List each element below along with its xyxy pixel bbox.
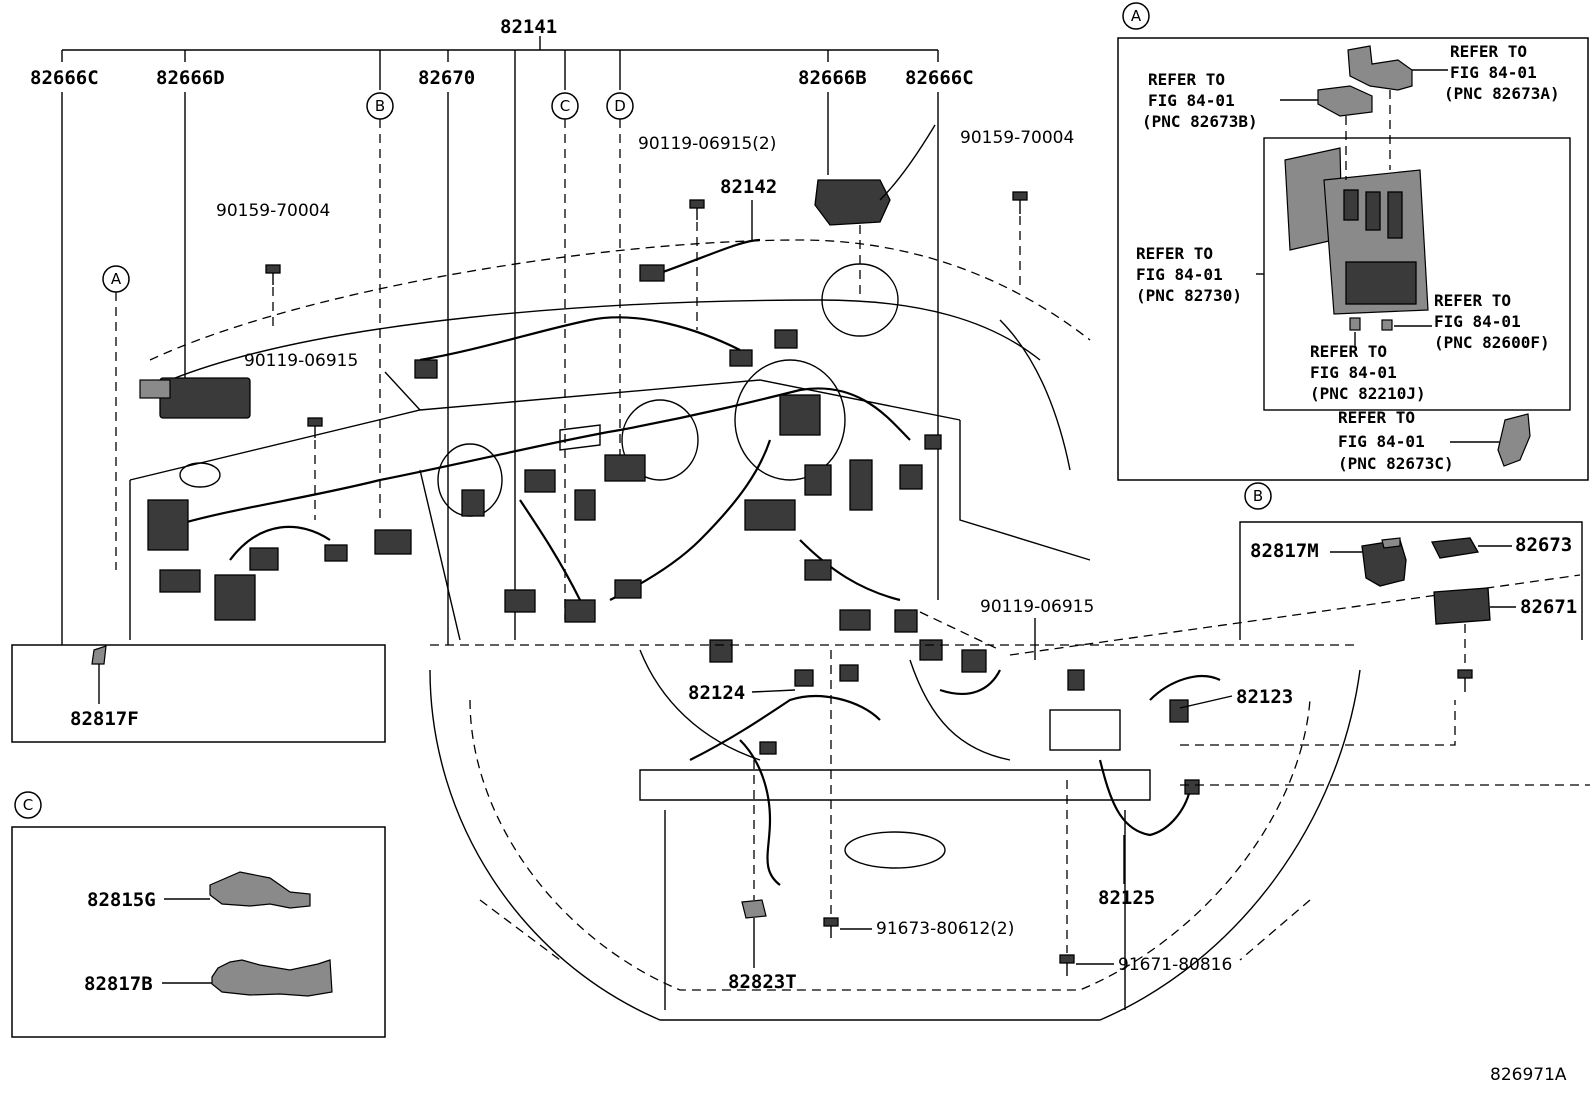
label-82823T: 82823T — [728, 971, 797, 993]
label-bolt-90159-70004-left: 90159-70004 — [216, 201, 330, 221]
bolt-icon — [1457, 669, 1473, 692]
label-82141: 82141 — [500, 16, 557, 38]
panel-82817F: 82817F — [11, 644, 386, 743]
svg-text:C: C — [23, 796, 33, 814]
label-bolt-90119-06915-right: 90119-06915 — [980, 597, 1094, 617]
harness-bracket: 82141 — [61, 16, 939, 640]
label-82125: 82125 — [1098, 887, 1155, 909]
label-82666B: 82666B — [798, 67, 867, 89]
ref-82730: REFER TO FIG 84-01 (PNC 82730) — [1136, 244, 1242, 305]
part-82673C-shape — [1497, 413, 1531, 467]
svg-text:FIG 84-01: FIG 84-01 — [1310, 363, 1397, 382]
svg-text:(PNC 82673C): (PNC 82673C) — [1338, 454, 1454, 473]
svg-text:A: A — [1131, 7, 1142, 25]
part-82817B-shape — [211, 959, 333, 997]
relay-82666B — [814, 124, 936, 300]
label-82124: 82124 — [688, 682, 745, 704]
part-82210J-shape — [1349, 317, 1361, 331]
bolt-icon — [689, 199, 705, 220]
label-82671: 82671 — [1520, 596, 1577, 618]
svg-text:(PNC 82673A): (PNC 82673A) — [1444, 84, 1560, 103]
panel-c: C 82815G 82817B — [11, 791, 386, 1038]
svg-text:REFER TO: REFER TO — [1136, 244, 1213, 263]
svg-text:REFER TO: REFER TO — [1434, 291, 1511, 310]
diagram-code: 826971A — [1490, 1065, 1567, 1085]
harness-connectors — [139, 264, 987, 687]
bolt-icon — [307, 417, 323, 438]
svg-text:A: A — [111, 270, 122, 288]
svg-text:REFER TO: REFER TO — [1338, 408, 1415, 427]
svg-text:(PNC 82673B): (PNC 82673B) — [1142, 112, 1258, 131]
panel-b: B 82817M 82673 82671 — [1239, 482, 1583, 668]
svg-text:FIG 84-01: FIG 84-01 — [1434, 312, 1521, 331]
label-82817B: 82817B — [84, 973, 153, 995]
label-bolt-90159-70004-right: 90159-70004 — [960, 128, 1074, 148]
dashboard-outline — [129, 239, 1091, 641]
ref-82673B: REFER TO FIG 84-01 (PNC 82673B) — [1142, 70, 1258, 131]
bolt-icon — [1059, 954, 1075, 976]
svg-text:(PNC 82730): (PNC 82730) — [1136, 286, 1242, 305]
bolt-icon — [823, 917, 839, 938]
bolt-icon — [265, 264, 281, 285]
part-82671-shape — [1433, 587, 1491, 625]
label-82817F: 82817F — [70, 708, 139, 730]
svg-text:REFER TO: REFER TO — [1148, 70, 1225, 89]
callout-c: C — [551, 92, 579, 120]
clip-82823T — [741, 899, 767, 968]
svg-text:FIG 84-01: FIG 84-01 — [1148, 91, 1235, 110]
label-bolt-91673-80612-2: 91673-80612(2) — [876, 919, 1014, 939]
label-bolt-90119-06915-left: 90119-06915 — [244, 351, 358, 371]
svg-text:FIG 84-01: FIG 84-01 — [1136, 265, 1223, 284]
svg-text:REFER TO: REFER TO — [1310, 342, 1387, 361]
svg-text:C: C — [560, 97, 570, 115]
svg-text:FIG 84-01: FIG 84-01 — [1338, 432, 1425, 451]
label-82670: 82670 — [418, 67, 475, 89]
ref-82600F: REFER TO FIG 84-01 (PNC 82600F) — [1434, 291, 1550, 352]
bolt-icon — [1012, 191, 1028, 214]
part-82673A-shape — [1347, 45, 1413, 91]
label-82817M: 82817M — [1250, 540, 1319, 562]
part-82673-shape — [1430, 537, 1480, 559]
svg-text:FIG 84-01: FIG 84-01 — [1450, 63, 1537, 82]
label-82666C-right: 82666C — [905, 67, 974, 89]
ref-82673C: REFER TO FIG 84-01 (PNC 82673C) — [1338, 408, 1454, 473]
ref-82210J: REFER TO FIG 84-01 (PNC 82210J) — [1310, 342, 1426, 403]
label-82142: 82142 — [720, 176, 777, 198]
svg-text:(PNC 82210J): (PNC 82210J) — [1310, 384, 1426, 403]
callout-d: D — [606, 92, 634, 120]
svg-text:B: B — [375, 97, 385, 115]
label-bolt-90119-06915-2: 90119-06915(2) — [638, 134, 776, 154]
svg-text:(PNC 82600F): (PNC 82600F) — [1434, 333, 1550, 352]
label-82815G: 82815G — [87, 889, 156, 911]
svg-text:REFER TO: REFER TO — [1450, 42, 1527, 61]
part-82815G-shape — [209, 871, 311, 909]
label-82666C-left: 82666C — [30, 67, 99, 89]
label-82666D: 82666D — [156, 67, 225, 89]
label-82123: 82123 — [1236, 686, 1293, 708]
svg-text:D: D — [614, 97, 626, 115]
ref-82673A: REFER TO FIG 84-01 (PNC 82673A) — [1444, 42, 1560, 103]
callout-a-main: A — [102, 265, 130, 293]
front-end-outline — [429, 644, 1361, 1021]
part-82600F-shape — [1381, 319, 1393, 331]
svg-text:B: B — [1253, 487, 1263, 505]
callout-b: B — [366, 92, 394, 120]
bolt-icons — [265, 191, 1473, 976]
label-82673: 82673 — [1515, 534, 1572, 556]
label-bolt-91671-80816: 91671-80816 — [1118, 955, 1232, 975]
part-82673B-shape — [1317, 85, 1373, 117]
panel-a: A REFER TO FIG 84-01 (PNC 82673A) REFE — [1117, 2, 1589, 481]
engine-harness — [689, 669, 1221, 886]
